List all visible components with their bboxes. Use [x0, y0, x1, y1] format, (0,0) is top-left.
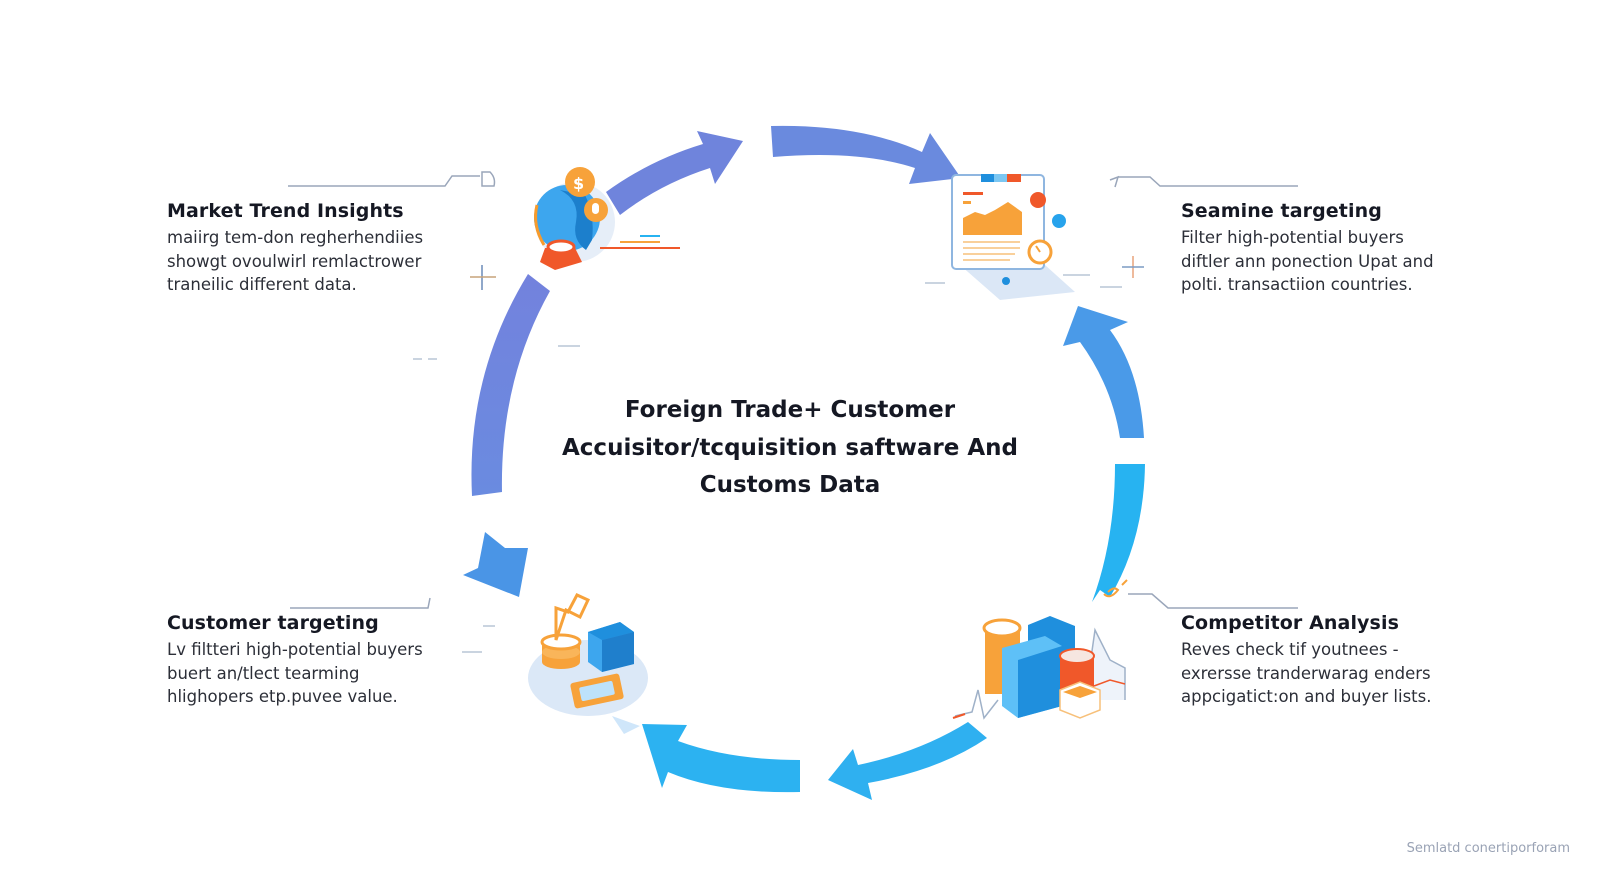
dash-marks [413, 274, 1122, 653]
block-description: maiirg tem-don regherhendiies showgt ovo… [167, 226, 423, 297]
cycle-arrow-right-upper [1063, 306, 1144, 438]
cycle-arrow-top-left [606, 131, 743, 215]
description-line: Reves check tif youtnees - [1181, 640, 1399, 659]
block-competitor-analysis: Competitor Analysis Reves check tif yout… [1181, 612, 1432, 709]
coins-database-icon [528, 593, 648, 734]
block-title: Seamine targeting [1181, 200, 1382, 222]
block-description: Reves check tif youtnees - exrersse tran… [1181, 638, 1432, 709]
connector-bottom-left [290, 597, 431, 609]
crosshair-icon [1122, 256, 1144, 278]
description-line: diftler ann ponection Upat and [1181, 251, 1434, 271]
crosshair-icon [470, 265, 496, 290]
block-seamine-targeting: Seamine targeting Filter high-potential … [1181, 200, 1434, 297]
description-line: showgt ovoulwirl remlactrower [167, 251, 422, 271]
description-line: traneilic different data. [167, 275, 357, 294]
description-line: buert an/tlect tearming [167, 663, 360, 683]
cycle-arrow-top-right [771, 125, 961, 184]
center-title: Foreign Trade+ Customer Accuisitor/tcqui… [540, 392, 1040, 505]
block-description: Lv filtteri high-potential buyers buert … [167, 638, 423, 709]
description-line: Filter high-potential buyers [1181, 228, 1404, 247]
description-line: exrersse tranderwarag enders [1181, 663, 1431, 683]
competitor-blocks-icon [952, 579, 1128, 720]
svg-text:$: $ [573, 174, 584, 193]
block-description: Filter high-potential buyers diftler ann… [1181, 226, 1434, 297]
center-title-line: Accuisitor/tcquisition saftware And [562, 434, 1018, 461]
center-title-line: Customs Data [699, 472, 881, 498]
description-line: appcigatict:on and buyer lists. [1181, 687, 1432, 706]
block-market-trend-insights: Market Trend Insights maiirg tem-don reg… [167, 200, 423, 297]
block-title: Competitor Analysis [1181, 612, 1399, 634]
description-line: Lv filtteri high-potential buyers [167, 640, 423, 659]
connector-top-left [288, 171, 496, 187]
block-customer-targeting: Customer targeting Lv filtteri high-pote… [167, 612, 423, 709]
connector-bottom-right [1128, 593, 1298, 609]
description-line: hlighopers etp.puvee value. [167, 687, 398, 706]
description-line: polti. transactiion countries. [1181, 275, 1413, 294]
block-title: Customer targeting [167, 612, 379, 634]
cycle-arrow-left [471, 274, 550, 496]
block-title: Market Trend Insights [167, 200, 404, 222]
cycle-arrow-right-lower [1092, 464, 1145, 602]
connector-top-right [1109, 175, 1298, 188]
watermark: Semlatd conertiporforam [1406, 841, 1570, 856]
description-line: maiirg tem-don regherhendiies [167, 228, 424, 247]
cycle-arrow-bottom-right [828, 722, 987, 800]
center-title-line: Foreign Trade+ Customer [624, 397, 956, 423]
globe-currency-icon: $ [534, 167, 680, 270]
analytics-dashboard-icon [951, 174, 1075, 300]
cycle-arrow-left-head [463, 532, 528, 597]
cycle-arrow-bottom-left [642, 724, 800, 793]
